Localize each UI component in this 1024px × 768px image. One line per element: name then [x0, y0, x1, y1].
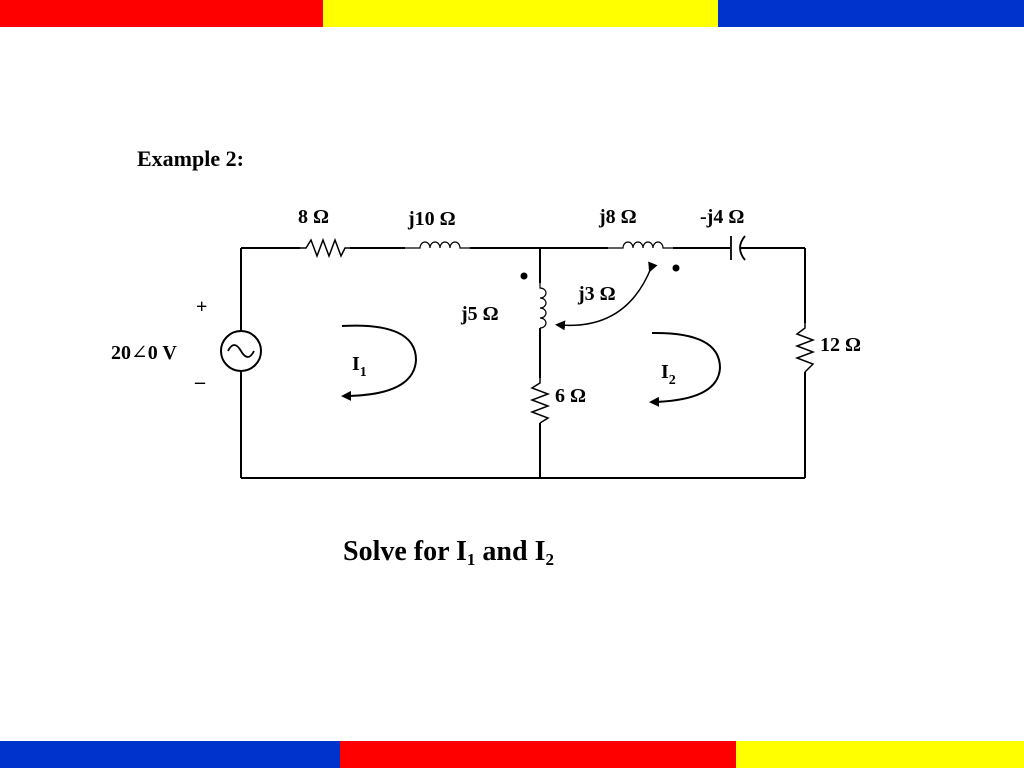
- ac-voltage-source: [220, 330, 262, 372]
- top-color-bar: [0, 0, 1024, 27]
- resistor-6-ohm: [529, 378, 551, 424]
- source-minus-sign: –: [194, 371, 206, 393]
- mesh-current-i1-arrow: [341, 324, 418, 401]
- question-prefix: Solve for I: [343, 536, 467, 567]
- resistor-8-ohm: [300, 237, 350, 259]
- mesh-current-i1-label: I1: [352, 353, 367, 380]
- sine-wave-icon: [227, 344, 255, 358]
- inductor-j5: [539, 283, 547, 329]
- mesh-current-i2-label: I2: [661, 361, 676, 388]
- i2-subscript: 2: [669, 373, 676, 388]
- source-angle-value: 0 V: [148, 342, 178, 364]
- source-plus-sign: +: [196, 296, 207, 318]
- label-resistor-12: 12 Ω: [820, 334, 861, 356]
- label-inductor-j8: j8 Ω: [598, 206, 637, 228]
- top-bar-blue-segment: [718, 0, 1024, 27]
- resistor-12-ohm: [794, 323, 816, 373]
- inductor-j8: [608, 241, 673, 249]
- label-resistor-8: 8 Ω: [298, 206, 329, 228]
- bottom-bar-yellow-segment: [736, 741, 1024, 768]
- bottom-bar-red-segment: [340, 741, 736, 768]
- label-resistor-6: 6 Ω: [555, 385, 586, 407]
- polarity-dot-j5: [520, 272, 528, 280]
- question-subscript-2: 2: [545, 550, 554, 569]
- polarity-dot-j8: [672, 264, 680, 272]
- label-inductor-j10: j10 Ω: [407, 208, 456, 230]
- bottom-color-bar: [0, 741, 1024, 768]
- top-bar-yellow-segment: [323, 0, 718, 27]
- i1-main: I: [352, 353, 360, 375]
- label-capacitor-neg-j4: -j4 Ω: [700, 206, 744, 228]
- bottom-bar-blue-segment: [0, 741, 340, 768]
- question-mid: and I: [475, 536, 546, 567]
- angle-symbol: ∠: [131, 342, 148, 364]
- label-mutual-j3: j3 Ω: [577, 283, 616, 305]
- source-value-label: 20∠0 V: [111, 342, 177, 364]
- mutual-coupling-arrow: [555, 261, 658, 331]
- capacitor-neg-j4: [730, 235, 746, 261]
- question-subscript-1: 1: [466, 550, 476, 569]
- i2-main: I: [661, 361, 669, 383]
- i1-subscript: 1: [360, 365, 367, 380]
- label-inductor-j5: j5 Ω: [460, 303, 499, 325]
- inductor-j10: [405, 241, 470, 249]
- problem-statement: Solve for I1 and I2: [343, 536, 554, 570]
- example-title: Example 2:: [137, 146, 244, 171]
- wires: [240, 247, 806, 479]
- source-magnitude: 20: [111, 342, 131, 364]
- top-bar-red-segment: [0, 0, 323, 27]
- mesh-current-i2-arrow: [649, 331, 722, 407]
